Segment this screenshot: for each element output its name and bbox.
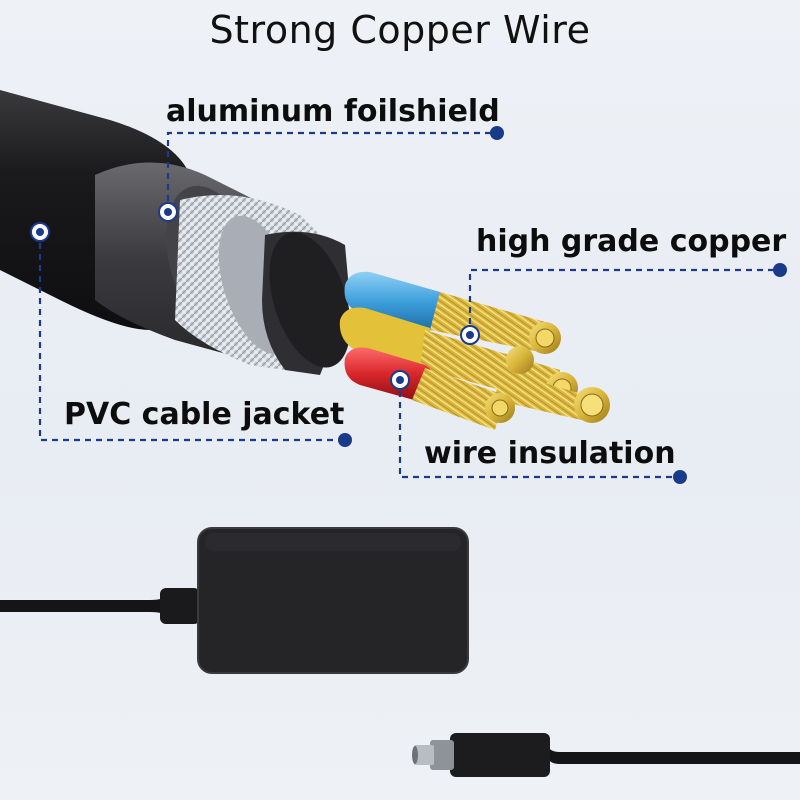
copper-end-dot (773, 263, 787, 277)
red-wire (344, 347, 505, 430)
page-title: Strong Copper Wire (209, 8, 591, 52)
copper-strands (485, 322, 610, 423)
label-wire-insulation: wire insulation (424, 436, 676, 471)
insulation-end-dot (673, 470, 687, 484)
callout-line-jacket (38, 232, 345, 442)
foil-wrap (262, 231, 351, 375)
dc-plug (412, 733, 800, 777)
label-high-grade-copper: high grade copper (476, 224, 787, 259)
jacket-end-dot (338, 433, 352, 447)
callout-lines (38, 131, 780, 479)
callout-dots (30, 126, 787, 484)
foil-end-dot (490, 126, 504, 140)
power-adapter (0, 527, 469, 674)
label-aluminum-foilshield: aluminum foilshield (166, 94, 500, 129)
blue-wire (344, 271, 545, 352)
callout-line-foil (166, 131, 495, 212)
label-pvc-cable-jacket: PVC cable jacket (64, 397, 345, 432)
